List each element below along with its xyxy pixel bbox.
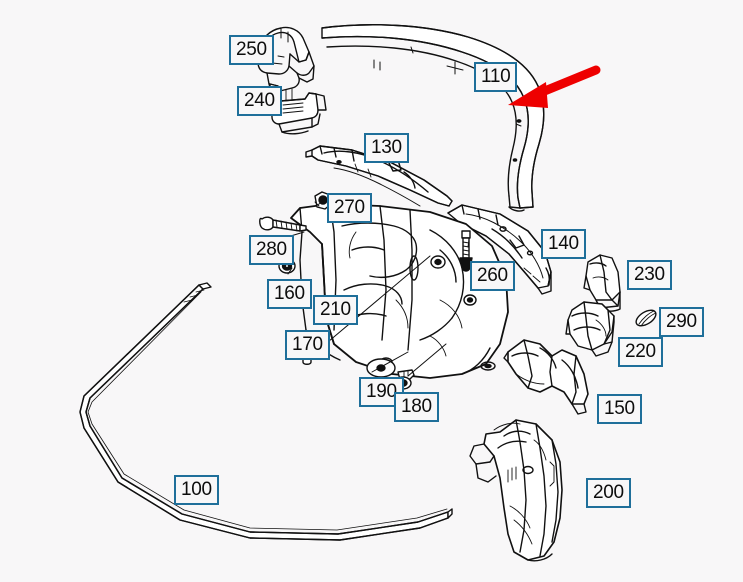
callout-140[interactable]: 140 — [541, 229, 586, 259]
part-200-fender-liner — [469, 419, 563, 562]
part-280-bolt — [259, 216, 307, 232]
part-100-trim-rail — [79, 282, 453, 541]
callout-260[interactable]: 260 — [470, 261, 515, 291]
part-140-side-member — [447, 204, 552, 295]
callout-280[interactable]: 280 — [249, 235, 294, 265]
callout-150[interactable]: 150 — [597, 394, 642, 424]
callout-210[interactable]: 210 — [313, 295, 358, 325]
callout-170[interactable]: 170 — [285, 330, 330, 360]
leader-lines — [283, 201, 470, 377]
callout-200[interactable]: 200 — [586, 478, 631, 508]
callout-250[interactable]: 250 — [229, 35, 274, 65]
callout-240[interactable]: 240 — [237, 86, 282, 116]
callout-110[interactable]: 110 — [474, 62, 518, 92]
callout-180[interactable]: 180 — [394, 392, 439, 422]
part-220-air-guide — [565, 301, 615, 357]
part-260-bolt — [459, 230, 473, 272]
callout-270[interactable]: 270 — [327, 193, 372, 223]
callout-100[interactable]: 100 — [174, 475, 219, 505]
callout-290[interactable]: 290 — [659, 307, 704, 337]
callout-160[interactable]: 160 — [267, 279, 312, 309]
callout-220[interactable]: 220 — [618, 337, 663, 367]
part-290-plug — [635, 309, 657, 327]
callout-230[interactable]: 230 — [627, 260, 672, 290]
callout-130[interactable]: 130 — [364, 133, 409, 163]
part-150-liner — [503, 339, 589, 415]
